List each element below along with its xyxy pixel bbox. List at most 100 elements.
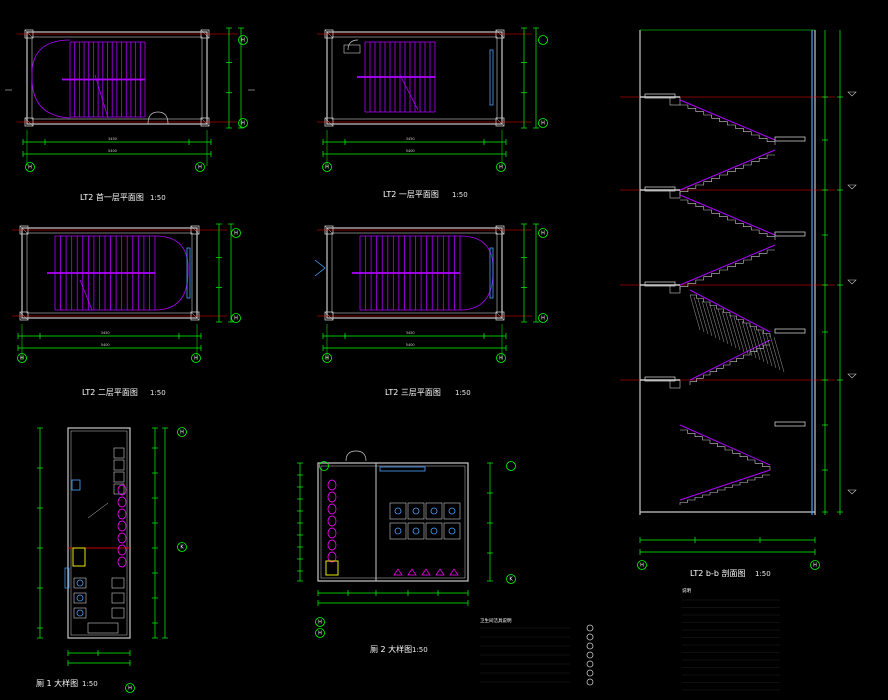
landing-slab [774,421,806,427]
landing-arc [459,235,494,311]
axis-bubble [322,353,332,363]
section-title: LT2 b-b 剖面图 [690,568,745,578]
toilet-bowl [430,527,438,535]
urinal [327,491,337,503]
stair-flight [679,99,776,141]
legend-symbol [586,624,594,632]
legend-symbol [586,678,594,686]
stair-steps [680,104,776,145]
section-hatch [749,324,761,361]
axis-bubble [810,560,820,570]
stair-steps [679,154,775,195]
section-hatch [753,326,765,363]
toilet2-axis-tag: H [318,631,322,637]
stair-flight [689,289,771,333]
section-hatch [693,296,705,333]
toilet1-wall [67,427,131,639]
stair-flight [679,424,771,466]
urinal [117,544,127,556]
axis-bubble [506,461,516,471]
toilet-bowl [448,527,456,535]
door-swing [147,111,159,125]
stair-cut [399,74,419,111]
toilet-stall [113,447,125,459]
section-hatch [689,294,701,331]
axis-bubble [195,162,205,172]
urinal [327,551,337,563]
toilet-stall [87,622,119,634]
section-hatch [769,334,781,371]
toilet2-wall [317,462,469,582]
window [489,49,494,106]
axis-bubble [231,228,241,238]
stair-steps [689,344,770,385]
dimension-text: 3450 [406,331,415,335]
urinal [117,484,127,496]
axis-bubble [17,353,27,363]
toilet-stall [425,522,443,540]
urinal [327,527,337,539]
toilet1-title: 厕 1 大样图 [36,678,78,688]
landing-slab [774,328,806,334]
urinal [117,532,127,544]
plan3-axis-tag: H [194,356,198,362]
wall-outline [26,31,208,125]
door-swing [347,39,359,51]
door-swing [355,450,367,462]
wall-inner [26,232,193,314]
level-marker [847,279,857,285]
section-hatch [773,336,785,373]
urinal [327,539,337,551]
plan3-axis-tag: H [234,231,238,237]
section-hatch [757,328,769,365]
landing-slab [644,186,676,192]
toilet-bowl [430,507,438,515]
stair-cut [79,279,93,311]
toilet-stall [73,592,87,604]
toilet-stall [113,459,125,471]
plan2-axis-tag: H [541,121,545,127]
toilet-bowl [412,507,420,515]
axis-bubble [191,353,201,363]
axis-bubble [637,560,647,570]
section-hatch [725,312,737,349]
stair-steps [680,199,776,240]
plan1-scale: 1:50 [150,194,166,202]
toilet-stall [389,522,407,540]
toilet1-axis-tag: H [128,686,132,692]
section-axis-tag: H [813,563,817,569]
axis-bubble [538,35,548,45]
toilet2-axis-tag: H [318,620,322,626]
plan3-axis-tag: H [20,356,24,362]
toilet-stall [443,522,461,540]
stair-flight [679,194,776,236]
landing-arc [31,39,71,119]
toilet-stall [389,502,407,520]
wall-inner [331,232,498,314]
window [379,466,426,472]
axis-bubble [231,313,241,323]
door-swing [345,450,357,462]
section-hatch [761,330,773,367]
section-hatch [705,302,717,339]
plan3-title: LT2 二层平面图 [82,388,138,397]
door-leaf [325,560,339,576]
stair-flight [679,149,776,191]
section-hatch [765,332,777,369]
axis-bubble [506,574,516,584]
landing-slab [644,281,676,287]
dimension-text: 5400 [101,343,110,347]
plan4-scale: 1:50 [455,389,471,397]
landing-arc [154,235,189,311]
urinal [117,496,127,508]
plan4-axis-tag: H [499,356,503,362]
toilet-stall [113,471,125,483]
window [64,567,70,589]
section-hatch [701,300,713,337]
axis-bubble [322,162,332,172]
landing-slab [774,231,806,237]
axis-bubble [125,683,135,693]
legend-symbol [586,651,594,659]
